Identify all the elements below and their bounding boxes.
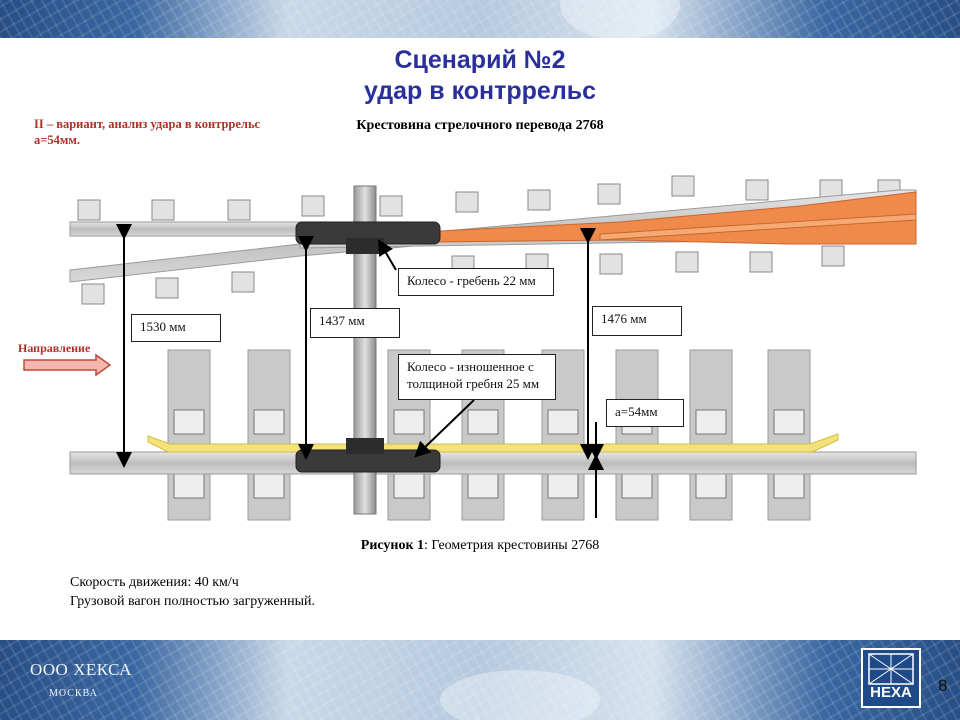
upper-wheel	[295, 221, 441, 254]
diagram-caption: Крестовина стрелочного перевода 2768	[356, 118, 604, 133]
slide-title-line1: Сценарий №2	[394, 46, 566, 74]
hexa-logo: HEXA	[861, 648, 921, 708]
slide-title-line2: удар в контррельс	[364, 77, 596, 105]
worn-wheel-label: Колесо - изношенное с толщиной гребня 25…	[398, 354, 556, 400]
header-band	[0, 0, 960, 38]
direction-label: Направление	[18, 341, 91, 355]
hexa-logo-text: HEXA	[870, 684, 912, 701]
variant-note: II – вариант, анализ удара в контррельс …	[34, 116, 260, 148]
company-city: МОСКВА	[49, 688, 98, 699]
wheel-flange-label: Колесо - гребень 22 мм	[398, 268, 554, 296]
dim-1437-label: 1437 мм	[310, 308, 400, 338]
footer-band	[0, 640, 960, 720]
worn-wheel-label-line1: Колесо - изношенное с	[407, 359, 534, 374]
lower-rail	[69, 451, 917, 475]
hexa-logo-mark	[868, 653, 914, 685]
figure-caption-text: : Геометрия крестовины 2768	[424, 538, 600, 553]
variant-note-line1: II – вариант, анализ удара в контррельс	[34, 117, 261, 131]
dim-a-label: а=54мм	[606, 399, 684, 427]
speed-note: Скорость движения: 40 км/ч	[70, 575, 239, 590]
page-number: 8	[938, 676, 948, 695]
load-note: Грузовой вагон полностью загруженный.	[70, 594, 316, 609]
company-name: ООО ХЕКСА	[30, 660, 132, 679]
dim-1476-label: 1476 мм	[592, 306, 682, 336]
frog-orange	[418, 191, 917, 245]
notes: Скорость движения: 40 км/ч Грузовой ваго…	[70, 573, 315, 611]
upper-sleepers	[77, 175, 901, 305]
dimension-lines	[116, 224, 604, 518]
variant-note-line2: а=54мм.	[34, 133, 81, 147]
lower-wheel	[295, 438, 441, 473]
direction-arrow	[23, 353, 112, 377]
figure-caption: Рисунок 1: Геометрия крестовины 2768	[0, 538, 960, 554]
axle	[353, 185, 377, 515]
worn-wheel-label-line2: толщиной гребня 25 мм	[407, 376, 540, 391]
figure-caption-number: Рисунок 1	[360, 538, 425, 553]
band-highlight-footer	[440, 670, 600, 720]
dim-1530-label: 1530 мм	[131, 314, 221, 342]
